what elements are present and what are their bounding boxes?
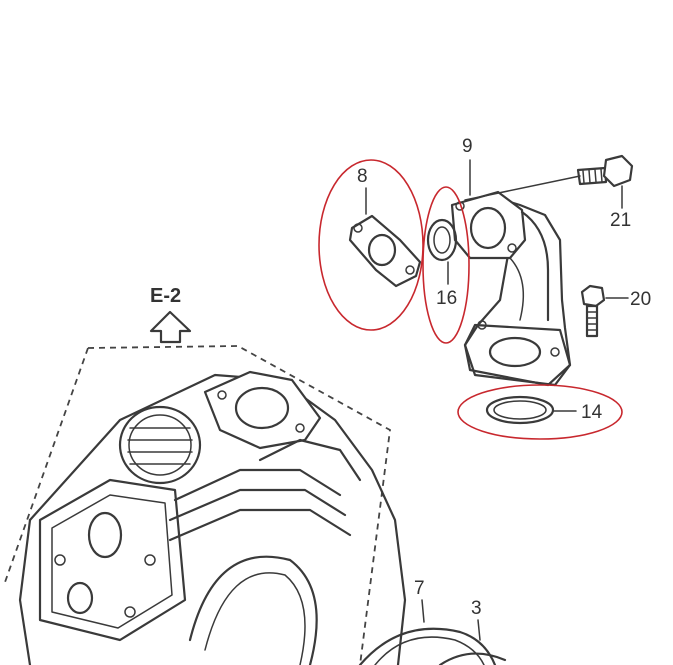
ring-16: [426, 218, 458, 285]
up-arrow-icon: [149, 310, 192, 344]
parts-7-3: [358, 599, 507, 665]
bolt-20: [580, 284, 629, 338]
label-part-8: 8: [357, 166, 368, 187]
gasket-ring-14: [485, 395, 577, 425]
highlight-part-16: [422, 186, 470, 344]
label-part-9: 9: [462, 136, 473, 157]
label-part-16: 16: [436, 288, 457, 309]
label-part-3: 3: [471, 598, 482, 619]
cylinder-head: [3, 345, 407, 665]
ref-e2-callout: E-2: [149, 285, 192, 344]
gasket-8: [348, 187, 422, 288]
label-part-7: 7: [414, 578, 425, 599]
highlight-part-14: [457, 384, 623, 440]
label-part-20: 20: [630, 289, 651, 310]
ref-e2-label: E-2: [150, 285, 181, 307]
bolt-21: [464, 154, 634, 209]
exhaust-pipe: [450, 159, 572, 387]
label-part-21: 21: [610, 210, 631, 231]
cylinder-head-dashed-outline: [3, 345, 391, 665]
label-part-14: 14: [581, 402, 603, 423]
